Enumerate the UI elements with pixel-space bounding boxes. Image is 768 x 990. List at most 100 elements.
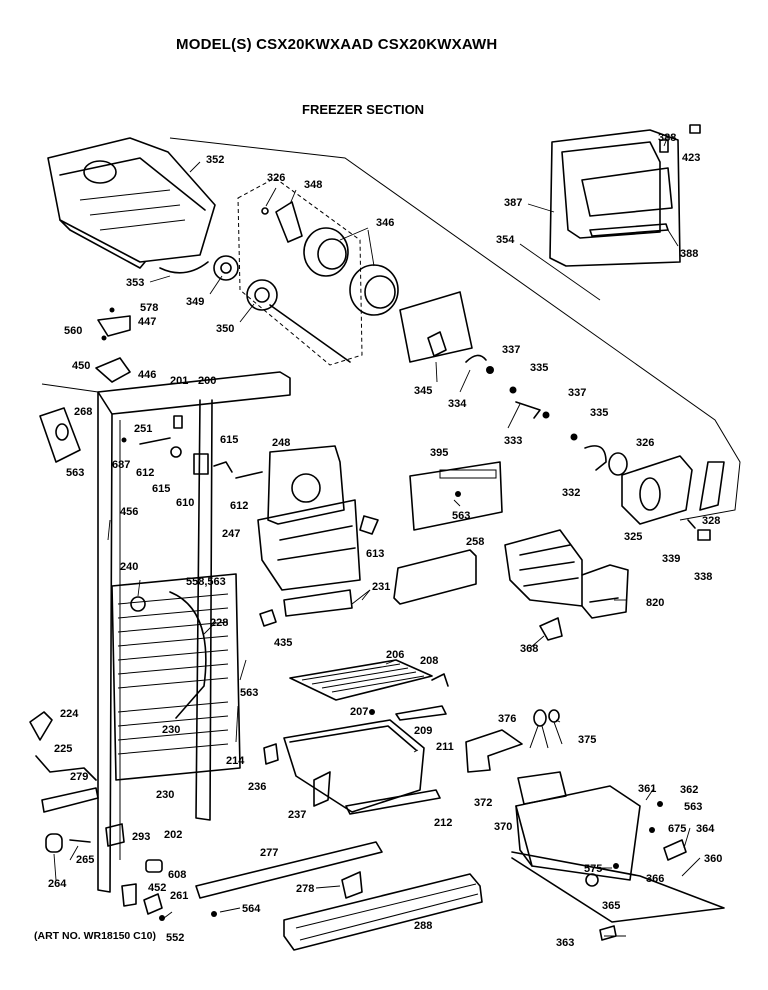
drain-parts — [29, 711, 99, 853]
callout: 612 — [136, 467, 154, 479]
callout: 337 — [502, 344, 520, 356]
callout: 265 — [76, 854, 94, 866]
small-hardware-337-335 — [465, 354, 578, 441]
callout: 575 — [584, 863, 602, 875]
callout: 610 — [176, 497, 194, 509]
bracket-parts — [95, 307, 131, 383]
callout: 687 — [112, 459, 130, 471]
bottom-rails — [195, 841, 483, 951]
callout: 335 — [590, 407, 608, 419]
callout: 261 — [170, 890, 188, 902]
callout: 578 — [140, 302, 158, 314]
callout: 278 — [296, 883, 314, 895]
callout: 346 — [376, 217, 394, 229]
air-duct-assembly — [257, 445, 379, 617]
callout: 230 — [156, 789, 174, 801]
motor-bracket — [399, 291, 473, 363]
section-title: FREEZER SECTION — [302, 102, 425, 117]
callout: 387 — [504, 197, 522, 209]
callout: 560 — [64, 325, 82, 337]
bottom-left-hardware — [105, 823, 165, 921]
callout: 395 — [430, 447, 448, 459]
callout: 423 — [682, 152, 700, 164]
callout: 447 — [138, 316, 156, 328]
callout: 375 — [578, 734, 596, 746]
callout: 820 — [646, 597, 664, 609]
bracket-368 — [539, 617, 563, 641]
callout: 388 — [680, 248, 698, 260]
callout: 339 — [662, 553, 680, 565]
clip-435 — [259, 609, 277, 627]
callout: 258 — [466, 536, 484, 548]
callout: 293 — [132, 831, 150, 843]
callout: 268 — [74, 406, 92, 418]
callout: 237 — [288, 809, 306, 821]
art-number: (ART NO. WR18150 C10) — [34, 930, 156, 942]
callout: 362 — [680, 784, 698, 796]
callout: 612 — [230, 500, 248, 512]
callout: 201 — [170, 375, 188, 387]
callout: 366 — [646, 873, 664, 885]
callout: 288 — [414, 920, 432, 932]
callout: 349 — [186, 296, 204, 308]
control-panel — [409, 461, 503, 531]
callout: 363 — [556, 937, 574, 949]
callout: 247 — [222, 528, 240, 540]
callout: 326 — [267, 172, 285, 184]
callout: 456 — [120, 506, 138, 518]
callout: 212 — [434, 817, 452, 829]
dashed-guide — [237, 177, 363, 366]
callout: 563 — [240, 687, 258, 699]
callout: 364 — [696, 823, 715, 835]
icemaker-assembly — [504, 529, 629, 619]
callout: 354 — [496, 234, 515, 246]
callout: 446 — [138, 369, 156, 381]
callout: 615 — [220, 434, 238, 446]
leader-lines — [53, 135, 701, 937]
callout: 337 — [568, 387, 586, 399]
callout: 251 — [134, 423, 152, 435]
callout: 209 — [414, 725, 432, 737]
auger-parts — [261, 201, 399, 316]
callout-labels: 352 326 348 346 353 349 350 578 447 560 … — [48, 132, 722, 949]
callout: 332 — [562, 487, 580, 499]
ice-bucket — [47, 137, 216, 269]
callout: 675 — [668, 823, 686, 835]
callout: 230 — [162, 724, 180, 736]
callout: 206 — [386, 649, 404, 661]
callout: 224 — [60, 708, 79, 720]
side-wall-panel — [41, 371, 291, 893]
callout: 452 — [148, 882, 166, 894]
callout: 248 — [272, 437, 290, 449]
callout: 348 — [304, 179, 322, 191]
callout: 563 — [66, 467, 84, 479]
callout: 334 — [448, 398, 467, 410]
callout: 328 — [702, 515, 720, 527]
callout: 202 — [164, 829, 182, 841]
left-wall-parts — [39, 407, 81, 463]
callout: 211 — [436, 741, 454, 753]
wire-shelf — [289, 659, 449, 721]
callout: 372 — [474, 797, 492, 809]
callout: 552 — [166, 932, 184, 944]
callout: 200 — [198, 375, 216, 387]
callout: 225 — [54, 743, 72, 755]
callout: 388 — [658, 132, 676, 144]
ice-maker-motor — [584, 445, 725, 541]
callout: 350 — [216, 323, 234, 335]
callout: 240 — [120, 561, 138, 573]
callout: 335 — [530, 362, 548, 374]
callout: 615 — [152, 483, 170, 495]
callout: 368 — [520, 643, 538, 655]
callout: 264 — [48, 878, 67, 890]
callout: 360 — [704, 853, 722, 865]
callout: 558,563 — [186, 576, 226, 588]
callout: 279 — [70, 771, 88, 783]
callout: 207 — [350, 706, 368, 718]
light-shield — [393, 549, 477, 605]
callout: 352 — [206, 154, 224, 166]
callout: 277 — [260, 847, 278, 859]
callout: 563 — [684, 801, 702, 813]
liner-outline — [169, 137, 741, 521]
